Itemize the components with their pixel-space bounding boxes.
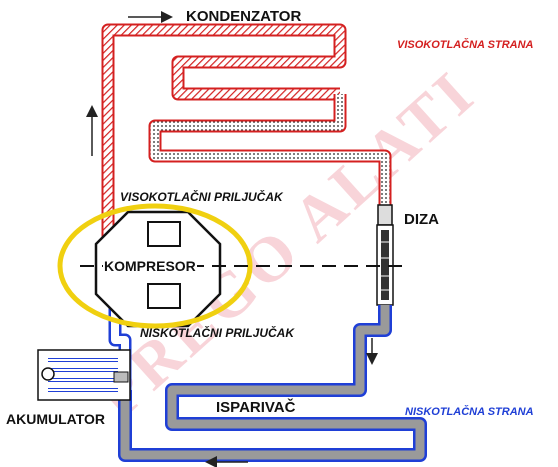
- compressor-label: KOMPRESOR: [103, 258, 197, 274]
- condenser-dotted-tube: [148, 94, 392, 205]
- condenser-label: KONDENZATOR: [186, 8, 302, 25]
- evaporator-label: ISPARIVAČ: [216, 399, 296, 416]
- low-side-label: NISKOTLAČNA STRANA: [405, 406, 534, 418]
- accumulator-unit: [37, 349, 131, 401]
- high-port-label: VISOKOTLAČNI PRILJUČAK: [120, 190, 283, 204]
- nozzle-label: DIZA: [404, 211, 439, 228]
- evaporator-tube: [118, 305, 427, 462]
- high-side-label: VISOKOTLAČNA STRANA: [397, 39, 534, 51]
- compressor-highlight: [57, 203, 253, 329]
- condenser-hatched-tube: [101, 23, 347, 243]
- accumulator-label: AKUMULATOR: [6, 411, 106, 427]
- low-port-label: NISKOTLAČNI PRILJUČAK: [140, 326, 295, 340]
- nozzle-body: [376, 204, 394, 306]
